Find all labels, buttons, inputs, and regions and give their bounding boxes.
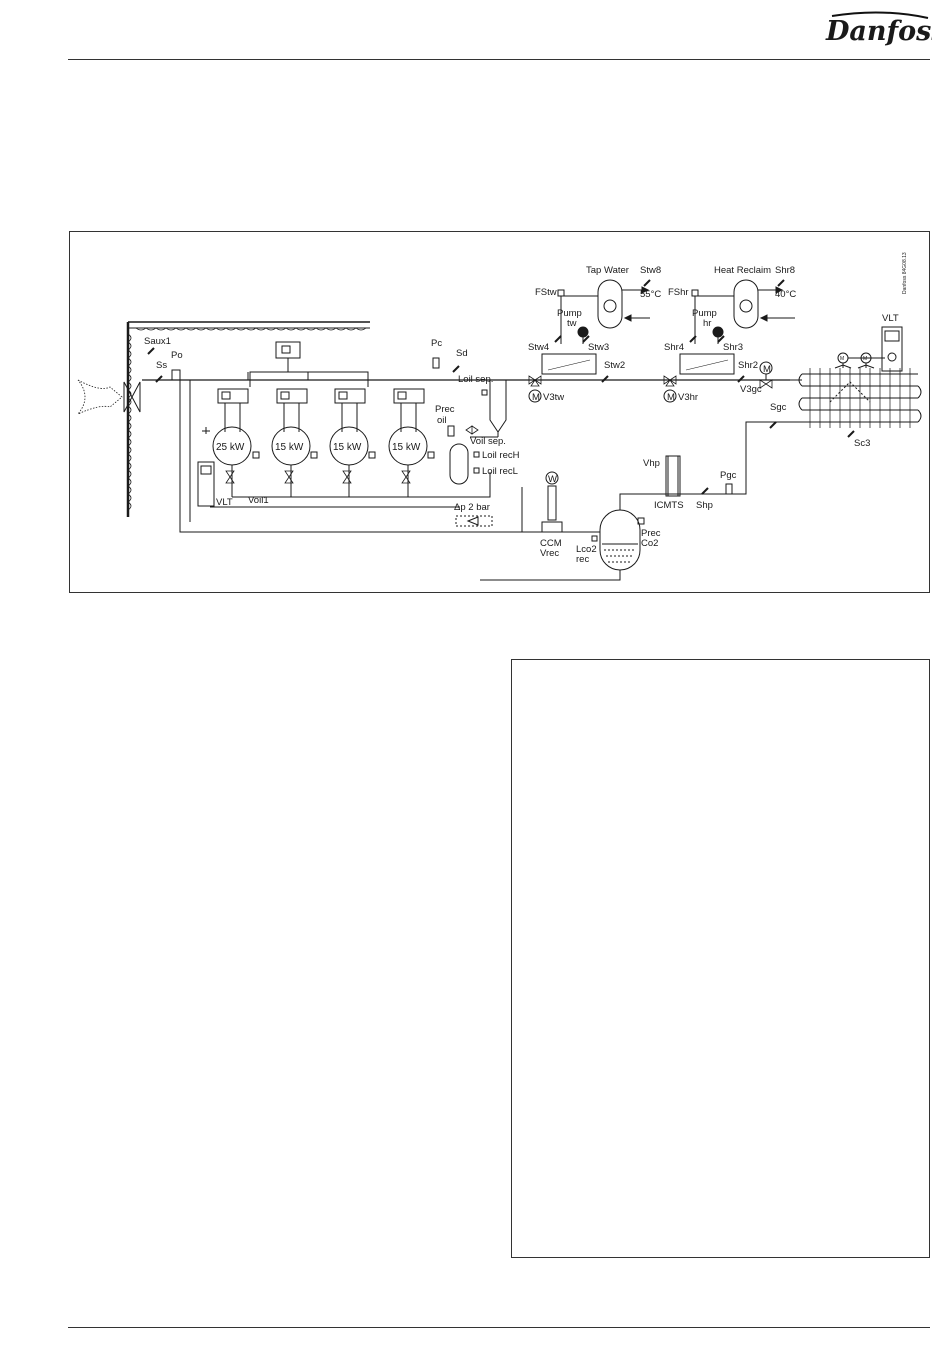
svg-text:FShr: FShr <box>668 287 689 298</box>
compressor-3: 15 kW <box>329 388 376 497</box>
svg-text:Shr4: Shr4 <box>664 342 684 353</box>
svg-text:Shp: Shp <box>696 500 713 511</box>
svg-text:FStw: FStw <box>535 287 557 298</box>
sensor-sd: Sd <box>452 348 468 373</box>
svg-text:oil: oil <box>437 415 447 426</box>
compressor-1: 25 kW <box>202 388 260 497</box>
svg-text:Shr2: Shr2 <box>738 360 758 371</box>
svg-text:Prec: Prec <box>641 528 661 539</box>
sensor-shp: Shp <box>696 487 713 511</box>
vlt-drive-left: VLT <box>197 461 233 508</box>
svg-text:Tap Water: Tap Water <box>586 265 629 276</box>
svg-text:V3gc: V3gc <box>740 384 762 395</box>
sensor-pgc: Pgc <box>720 470 737 495</box>
svg-text:Pc: Pc <box>431 338 442 349</box>
svg-text:Stw8: Stw8 <box>640 265 661 276</box>
svg-text:Sd: Sd <box>456 348 468 359</box>
svg-text:Saux1: Saux1 <box>144 336 171 347</box>
evaporator-room <box>77 321 370 517</box>
svg-text:Pump: Pump <box>692 308 717 319</box>
dp-check-valve: Δp 2 bar <box>454 502 493 527</box>
svg-text:M: M <box>763 364 771 375</box>
svg-text:M: M <box>840 356 844 362</box>
sensor-pc: Pc <box>431 338 442 369</box>
svg-text:ICMTS: ICMTS <box>654 500 684 511</box>
svg-text:15 kW: 15 kW <box>392 442 421 453</box>
header-rule <box>68 59 930 60</box>
label-voil1: Voil1 <box>248 495 269 506</box>
system-diagram: Saux1 Ss Po 25 kW 15 kW <box>69 231 930 593</box>
svg-text:Voil sep.: Voil sep. <box>470 436 506 447</box>
sensor-saux1: Saux1 <box>144 336 171 355</box>
svg-text:Ss: Ss <box>156 360 167 371</box>
svg-text:Stw4: Stw4 <box>528 342 549 353</box>
svg-text:CCM: CCM <box>540 538 562 549</box>
danfoss-logo: Danfoss <box>825 11 932 47</box>
svg-text:VLT: VLT <box>216 497 233 508</box>
svg-text:Po: Po <box>171 350 183 361</box>
svg-text:tw: tw <box>567 318 577 329</box>
logo-text: Danfoss <box>825 16 932 47</box>
svg-text:Pgc: Pgc <box>720 470 737 481</box>
svg-text:Shr8: Shr8 <box>775 265 795 276</box>
svg-text:55°C: 55°C <box>640 289 661 300</box>
svg-text:Vhp: Vhp <box>643 458 660 469</box>
heat-reclaim-circuit: Heat Reclaim Shr8 40°C FShr Pump hr Shr4… <box>663 265 796 403</box>
sensor-sgc: Sgc <box>769 402 787 429</box>
svg-text:Pump: Pump <box>557 308 582 319</box>
svg-text:V3hr: V3hr <box>678 392 698 403</box>
svg-text:Sgc: Sgc <box>770 402 787 413</box>
svg-text:VLT: VLT <box>882 313 899 324</box>
svg-text:M: M <box>532 392 540 403</box>
drawing-code: Danfoss 84G08.13 <box>902 252 908 294</box>
svg-text:15 kW: 15 kW <box>275 442 304 453</box>
co2-receiver: Prec Co2 Lco2 rec <box>480 509 661 581</box>
tap-water-circuit: Tap Water Stw8 55°C FStw Pump tw Stw4 St… <box>528 265 665 403</box>
compressor-4: 15 kW <box>388 388 435 497</box>
svg-text:V3tw: V3tw <box>543 392 564 403</box>
sensor-ss: Ss <box>155 360 167 383</box>
sensor-po: Po <box>171 350 183 381</box>
svg-text:Stw2: Stw2 <box>604 360 625 371</box>
svg-text:40°C: 40°C <box>775 289 796 300</box>
svg-text:Vrec: Vrec <box>540 548 559 559</box>
vlt-drive-top: VLT <box>881 313 903 372</box>
valve-ccm-vrec: W CCM Vrec <box>522 471 600 559</box>
svg-text:W: W <box>548 474 557 485</box>
fan-icon <box>123 381 141 413</box>
oil-separator: Loil sep. Voil sep. <box>458 374 507 447</box>
svg-text:Co2: Co2 <box>641 538 658 549</box>
svg-text:25 kW: 25 kW <box>216 442 245 453</box>
svg-text:Δp 2 bar: Δp 2 bar <box>454 502 490 513</box>
svg-text:M: M <box>863 356 867 362</box>
svg-text:15 kW: 15 kW <box>333 442 362 453</box>
compressor-2: 15 kW <box>271 388 318 497</box>
airflow-icon <box>77 379 123 415</box>
svg-text:rec: rec <box>576 554 589 565</box>
svg-text:Loil recH: Loil recH <box>482 450 520 461</box>
svg-text:Prec: Prec <box>435 404 455 415</box>
diagram-svg: Saux1 Ss Po 25 kW 15 kW <box>77 252 922 581</box>
svg-text:M: M <box>667 392 675 403</box>
footer-rule <box>68 1327 930 1328</box>
gas-cooler-fans: M M <box>834 352 885 369</box>
svg-text:Heat Reclaim: Heat Reclaim <box>714 265 771 276</box>
svg-text:Stw3: Stw3 <box>588 342 609 353</box>
svg-text:Sc3: Sc3 <box>854 438 870 449</box>
svg-text:hr: hr <box>703 318 711 329</box>
svg-text:Loil sep.: Loil sep. <box>458 374 493 385</box>
oil-receiver: Prec oil Loil recH Loil recL <box>435 404 520 485</box>
notes-panel <box>511 659 930 1258</box>
svg-text:Shr3: Shr3 <box>723 342 743 353</box>
valve-icmts: Vhp ICMTS <box>619 455 684 511</box>
svg-text:Loil recL: Loil recL <box>482 466 518 477</box>
valve-v3gc: M V3gc <box>740 361 802 395</box>
gas-cooler: Sc3 <box>798 368 922 449</box>
svg-text:Lco2: Lco2 <box>576 544 597 555</box>
